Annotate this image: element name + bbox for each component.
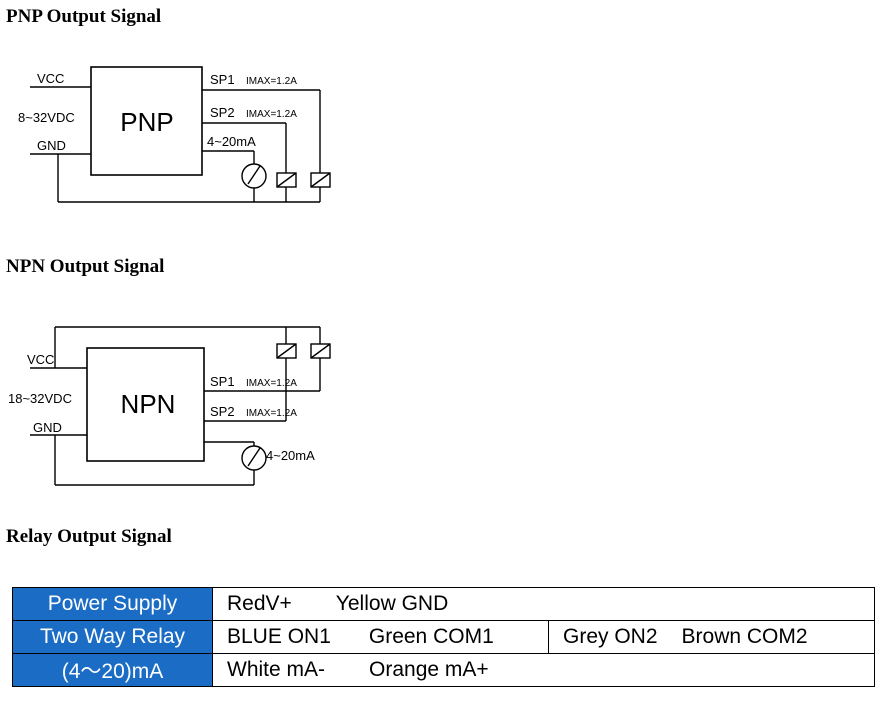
analog-values: White mA- Orange mA+: [211, 653, 876, 687]
wire-grey: Grey ON2: [563, 625, 658, 648]
pnp-relay-coil-icon: [310, 172, 331, 202]
pnp-gnd-label: GND: [37, 138, 66, 153]
npn-sp1-imax: IMAX=1.2A: [246, 378, 297, 389]
pnp-sp2-imax: IMAX=1.2A: [246, 109, 297, 120]
pnp-section-title: PNP Output Signal: [6, 6, 162, 27]
npn-analog-label: 4~20mA: [266, 448, 315, 463]
wire-white: White mA-: [227, 658, 326, 681]
npn-vcc-label: VCC: [27, 352, 54, 367]
npn-box-label: NPN: [121, 389, 176, 419]
npn-sp1-label: SP1: [210, 374, 235, 389]
wire-red: RedV+: [227, 592, 292, 615]
pnp-sp1-imax: IMAX=1.2A: [246, 76, 297, 87]
power-supply-values: RedV+ Yellow GND: [211, 587, 876, 621]
npn-sp2-imax: IMAX=1.2A: [246, 408, 297, 419]
relay-section-title: Relay Output Signal: [6, 526, 172, 547]
wire-orange: Orange mA+: [369, 658, 489, 681]
relay1-values: BLUE ON1 Green COM1: [212, 620, 549, 654]
table-row: (4～20)mA White mA- Orange mA+: [12, 653, 876, 687]
pnp-vcc-label: VCC: [37, 71, 64, 86]
relay-output-table: Power Supply RedV+ Yellow GND Two Way Rel…: [12, 587, 876, 687]
table-row: Two Way Relay BLUE ON1 Green COM1 Grey ON…: [12, 620, 876, 654]
npn-relay-coil-icon: [310, 327, 331, 359]
pnp-sp1-label: SP1: [210, 72, 235, 87]
npn-wiring-diagram: NPN VCC 18~32VDC GND SP1 IMAX=1.2A SP2 I…: [8, 326, 331, 486]
row-label-power-supply: Power Supply: [12, 587, 213, 621]
pnp-relay-coil-icon: [276, 172, 297, 202]
table-row: Power Supply RedV+ Yellow GND: [12, 587, 876, 621]
pnp-wiring-diagram: PNP VCC 8~32VDC GND SP1 IMAX=1.2A SP2 IM…: [18, 66, 331, 203]
wire-blue: BLUE ON1: [227, 625, 331, 648]
row-label-analog: (4～20)mA: [12, 653, 213, 687]
wire-yellow: Yellow GND: [335, 592, 449, 615]
wire-green: Green COM1: [368, 625, 494, 648]
pnp-sensor-box: [90, 66, 203, 176]
pnp-box-label: PNP: [120, 107, 173, 137]
npn-sp2-label: SP2: [210, 404, 235, 419]
row-label-two-way-relay: Two Way Relay: [12, 620, 213, 654]
npn-sensor-box: [86, 347, 205, 462]
pnp-analog-label: 4~20mA: [207, 134, 256, 149]
npn-gnd-label: GND: [33, 420, 62, 435]
npn-relay-coil-icon: [276, 327, 297, 359]
npn-section-title: NPN Output Signal: [6, 256, 165, 277]
wire-brown: Brown COM2: [681, 625, 808, 648]
npn-voltage-label: 18~32VDC: [8, 391, 72, 406]
relay2-values: Grey ON2 Brown COM2: [547, 620, 876, 654]
pnp-sp2-label: SP2: [210, 105, 235, 120]
pnp-voltage-label: 8~32VDC: [18, 110, 75, 125]
